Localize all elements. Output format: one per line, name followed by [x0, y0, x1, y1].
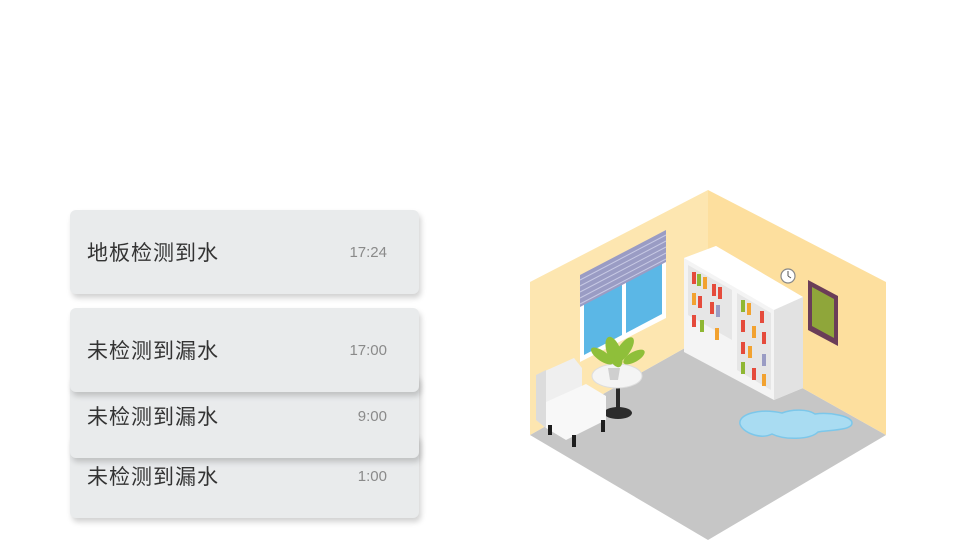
event-time: 17:24: [349, 243, 387, 261]
event-label: 地板检测到水: [87, 241, 219, 265]
clock-icon: [780, 268, 796, 284]
event-time: 9:00: [357, 407, 387, 425]
room-illustration: [530, 190, 886, 540]
event-label: 未检测到漏水: [87, 465, 219, 489]
wall-picture: [808, 280, 838, 346]
water-puddle: [739, 409, 853, 439]
event-card[interactable]: 地板检测到水 17:24: [70, 210, 419, 294]
event-label: 未检测到漏水: [87, 339, 219, 363]
window: [579, 230, 667, 362]
event-label: 未检测到漏水: [87, 405, 219, 429]
plant: [590, 336, 645, 380]
event-time: 17:00: [349, 341, 387, 359]
armchair: [536, 358, 606, 447]
event-time: 1:00: [357, 467, 387, 485]
bookshelf: [684, 246, 803, 400]
event-card[interactable]: 未检测到漏水 17:00: [70, 308, 419, 392]
